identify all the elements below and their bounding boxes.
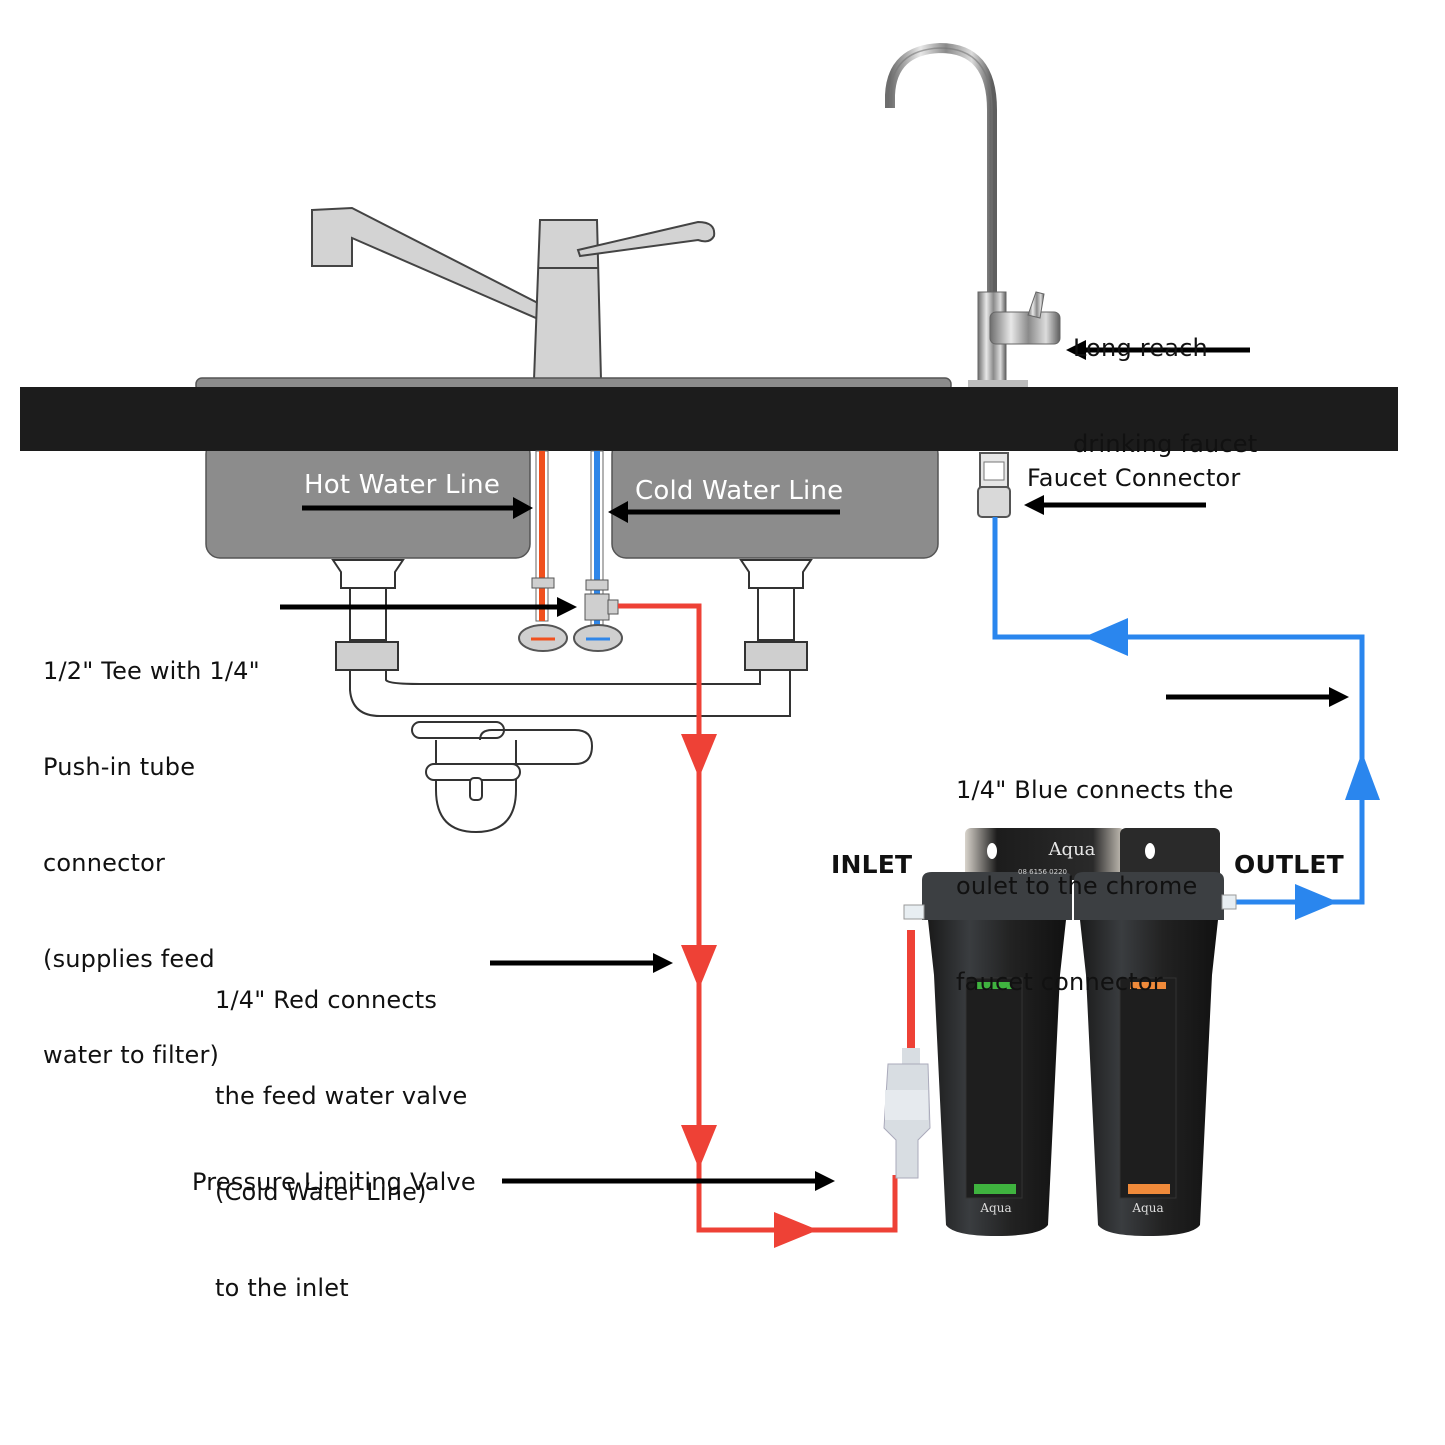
label-line: water to filter) xyxy=(43,1041,220,1069)
flow-arrow-right-outlet xyxy=(1295,884,1338,920)
flow-arrow-up xyxy=(1345,752,1380,800)
label-tee-connector: 1/2" Tee with 1/4" Push-in tube connecto… xyxy=(43,591,260,1103)
flow-arrow-down-3 xyxy=(681,1125,717,1169)
pressure-limiting-valve xyxy=(883,1048,931,1179)
label-blue-line: 1/4" Blue connects the oulet to the chro… xyxy=(956,710,1234,1030)
bracket-phone: 08 6156 0220 xyxy=(1018,868,1067,876)
label-line: (supplies feed xyxy=(43,945,215,973)
label-line: the feed water valve xyxy=(215,1082,468,1110)
label-line: Long reach xyxy=(1073,334,1208,362)
annotation-arrows xyxy=(280,340,1349,1191)
label-line: drinking faucet xyxy=(1073,430,1258,458)
arrow-blue-line xyxy=(1166,687,1349,707)
flow-arrow-right xyxy=(774,1212,818,1248)
label-inlet: INLET xyxy=(831,850,913,879)
label-faucet-connector: Faucet Connector xyxy=(1027,464,1241,492)
housing2-brand: Aqua xyxy=(1131,1201,1163,1215)
flow-arrow-down-1 xyxy=(681,734,717,778)
label-red-line: 1/4" Red connects the feed water valve (… xyxy=(215,920,467,1336)
flow-arrow-down-2 xyxy=(681,945,717,989)
filter-unit xyxy=(903,828,1237,1236)
arrow-faucet xyxy=(1066,340,1250,360)
label-line: oulet to the chrome xyxy=(956,872,1198,900)
faucet-connector xyxy=(977,452,1011,518)
label-line: connector xyxy=(43,849,166,877)
red-feed-line xyxy=(618,603,898,1233)
red-flow-arrows xyxy=(681,734,818,1248)
label-pressure-valve: Pressure Limiting Valve xyxy=(192,1168,476,1196)
label-long-reach-faucet: Long reach drinking faucet xyxy=(1073,268,1257,492)
label-line: (Cold Water Line) xyxy=(215,1178,427,1206)
cold-water-line xyxy=(573,450,623,652)
label-line: 1/2" Tee with 1/4" xyxy=(43,657,260,685)
hot-water-line xyxy=(518,450,568,652)
mounting-bracket xyxy=(965,828,1125,880)
label-hot-water-line: Hot Water Line xyxy=(304,470,501,500)
blue-flow-arrows xyxy=(1084,618,1380,920)
label-outlet: OUTLET xyxy=(1234,850,1344,879)
label-line: faucet connector xyxy=(956,968,1163,996)
label-line: 1/4" Red connects xyxy=(215,986,438,1014)
arrow-red-line xyxy=(490,953,673,973)
label-line: 1/4" Blue connects the xyxy=(956,776,1234,804)
label-cold-water-line: Cold Water Line xyxy=(635,476,844,506)
housing1-brand: Aqua xyxy=(979,1201,1011,1215)
arrow-faucet-connector xyxy=(1024,495,1206,515)
arrow-hot-line xyxy=(302,497,533,519)
bracket-brand: Aqua xyxy=(1048,839,1096,860)
arrow-tee xyxy=(280,597,577,617)
drain-plumbing xyxy=(331,559,813,834)
countertop xyxy=(20,387,1398,451)
kitchen-mixer-tap xyxy=(311,206,716,381)
arrow-cold-line xyxy=(608,501,840,523)
arrow-pressure-valve xyxy=(502,1171,835,1191)
label-line: to the inlet xyxy=(215,1274,349,1302)
label-line: Push-in tube xyxy=(43,753,196,781)
drinking-faucet xyxy=(885,42,1061,388)
sink xyxy=(195,377,952,559)
flow-arrow-left xyxy=(1084,618,1128,656)
